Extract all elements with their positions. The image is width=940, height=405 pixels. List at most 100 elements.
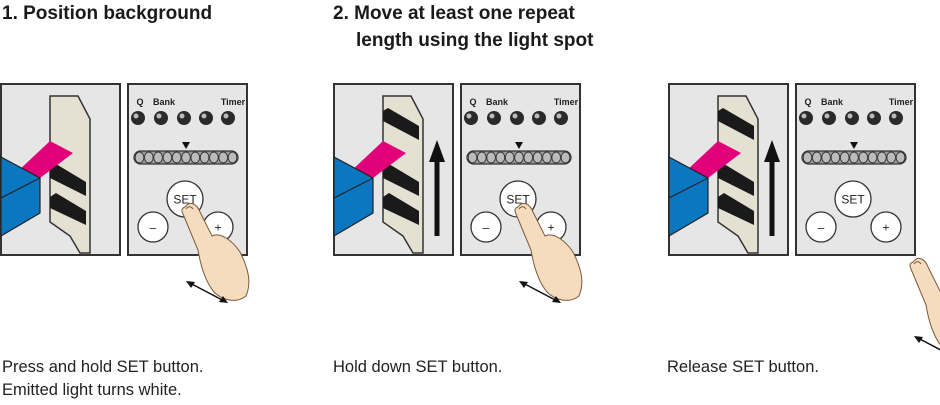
bar-segment <box>218 151 228 164</box>
hand-icon <box>909 257 940 351</box>
minus-button[interactable]: – <box>137 211 169 243</box>
bar-segment <box>821 151 831 164</box>
led-highlight <box>512 113 518 119</box>
led-label-bank: Bank <box>153 97 176 107</box>
pointer-triangle-icon <box>515 142 523 149</box>
pointer-triangle-icon <box>182 142 190 149</box>
led-highlight <box>824 113 830 119</box>
led-highlight <box>891 113 897 119</box>
led-label-bank: Bank <box>821 97 844 107</box>
bar-segment <box>877 151 887 164</box>
bar-segment <box>181 151 191 164</box>
tape-stripe <box>383 164 419 196</box>
bar-segment <box>867 151 878 164</box>
step-3-caption: Release SET button. <box>667 358 819 376</box>
sensor-edge <box>0 177 41 199</box>
bar-segment <box>895 151 906 164</box>
set-button-label: SET <box>841 193 865 207</box>
minus-button-circle <box>805 211 837 243</box>
hand-shape <box>514 202 583 301</box>
bar-segment <box>812 151 822 164</box>
plus-button-label: + <box>214 221 221 235</box>
led-indicator <box>464 111 478 125</box>
led-label-timer: Timer <box>221 97 246 107</box>
led-highlight <box>133 113 139 119</box>
sensor-edge <box>333 177 374 199</box>
minus-button[interactable]: – <box>470 211 502 243</box>
minus-button-circle <box>470 211 502 243</box>
bar-segment <box>504 151 515 164</box>
fingernail <box>913 261 922 265</box>
fingernail <box>185 206 194 210</box>
bar-segment <box>171 151 182 164</box>
up-arrow-head-icon <box>764 140 780 162</box>
step-1-caption-line-2: Emitted light turns white. <box>2 381 182 399</box>
bar-segment <box>209 151 219 164</box>
bar-segment <box>495 151 506 164</box>
bar-segment <box>560 151 571 164</box>
plus-button[interactable]: + <box>870 211 902 243</box>
bar-segment <box>486 151 496 164</box>
bar-segment <box>477 151 487 164</box>
bar-segment <box>190 151 201 164</box>
led-label-q: Q <box>469 97 476 107</box>
step-2-caption: Hold down SET button. <box>333 358 503 376</box>
step-2-title-line-2: length using the light spot <box>356 30 594 51</box>
minus-button-label: – <box>483 221 490 235</box>
led-indicator <box>221 111 235 125</box>
bar-segment <box>849 151 859 164</box>
led-indicator <box>554 111 568 125</box>
led-highlight <box>556 113 562 119</box>
tape-stripe <box>383 193 419 225</box>
led-indicator <box>177 111 191 125</box>
led-highlight <box>466 113 472 119</box>
led-indicator <box>131 111 145 125</box>
bar-segment <box>839 151 850 164</box>
sensor-head <box>668 155 709 238</box>
step-1-caption: Press and hold SET button. Emitted light … <box>2 356 204 402</box>
move-arrow-head-icon <box>219 296 228 303</box>
hand-shape <box>181 202 250 301</box>
step-1-caption-line-1: Press and hold SET button. <box>2 358 204 376</box>
sensor-head <box>333 155 374 238</box>
fingernail <box>518 206 527 210</box>
led-indicator <box>799 111 813 125</box>
led-highlight <box>223 113 229 119</box>
led-indicator <box>889 111 903 125</box>
minus-button-circle <box>137 211 169 243</box>
bar-segment <box>523 151 534 164</box>
sensor-edge <box>668 177 709 199</box>
tape-stripe <box>718 108 754 140</box>
led-indicator <box>867 111 881 125</box>
hand-icon <box>514 202 583 303</box>
led-indicator <box>845 111 859 125</box>
led-highlight <box>156 113 162 119</box>
hand-icon <box>181 202 250 303</box>
move-arrow-head-icon <box>519 281 528 288</box>
step-2-title-line-1: 2. Move at least one repeat <box>333 3 575 24</box>
bar-segment <box>514 151 524 164</box>
bar-segment <box>153 151 163 164</box>
tape-stripe <box>718 164 754 196</box>
minus-button[interactable]: – <box>805 211 837 243</box>
sensor-head <box>0 155 41 238</box>
led-label-timer: Timer <box>554 97 579 107</box>
minus-button-label: – <box>150 221 157 235</box>
bar-segment <box>144 151 154 164</box>
led-highlight <box>801 113 807 119</box>
tape-stripe <box>50 193 86 225</box>
led-highlight <box>869 113 875 119</box>
led-indicator <box>532 111 546 125</box>
move-arrow-head-icon <box>186 281 195 288</box>
step-2-title: 2. Move at least one repeat length using … <box>333 0 593 54</box>
light-spot <box>17 141 73 178</box>
bar-segment <box>467 151 478 164</box>
led-highlight <box>489 113 495 119</box>
minus-button-label: – <box>818 221 825 235</box>
led-highlight <box>534 113 540 119</box>
led-highlight <box>179 113 185 119</box>
up-arrow-head-icon <box>429 140 445 162</box>
set-button[interactable]: SET <box>834 180 872 218</box>
